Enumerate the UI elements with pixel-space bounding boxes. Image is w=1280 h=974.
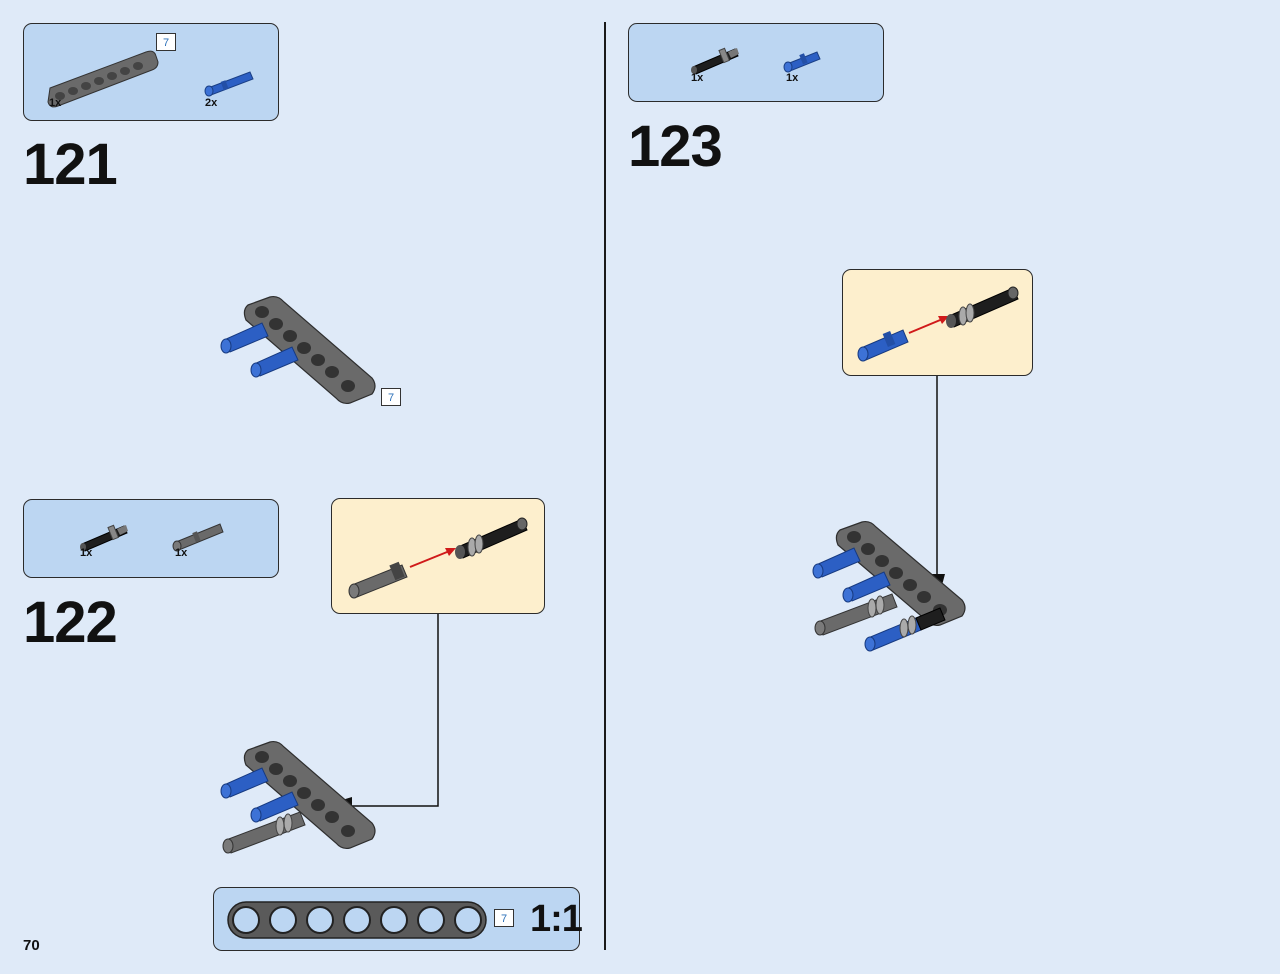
part-qty: 2x: [205, 97, 218, 109]
beam-7-scale-icon: [227, 901, 487, 939]
parts-box-step-121: 7 1x 2x: [23, 23, 279, 121]
scale-reference-box: [213, 887, 580, 951]
scale-length-tag: 7: [494, 909, 514, 927]
sub-assembly-callout: [331, 498, 545, 614]
black-axle-pin-icon: [80, 524, 128, 552]
part-qty: 1x: [786, 72, 799, 84]
step-number: 121: [23, 132, 118, 197]
beam-7-icon: [47, 50, 159, 108]
blue-axle-pin-icon: [783, 51, 821, 73]
parts-box-step-122: 1x 1x: [23, 499, 279, 578]
page-number: 70: [23, 937, 40, 954]
blue-axle-pin-icon: [204, 71, 254, 97]
beam-length-tag: 7: [156, 33, 176, 51]
part-qty: 1x: [175, 547, 188, 559]
assembly-length-tag: 7: [381, 388, 401, 406]
step-number: 122: [23, 590, 118, 655]
gray-pin-icon: [172, 523, 224, 552]
part-qty: 1x: [691, 72, 704, 84]
step-number: 123: [628, 114, 723, 179]
sub-assembly-callout: [842, 269, 1033, 376]
page-divider: [604, 22, 606, 950]
part-qty: 1x: [80, 547, 93, 559]
part-qty: 1x: [49, 97, 62, 109]
parts-box-step-123: 1x 1x: [628, 23, 884, 102]
black-axle-pin-icon: [691, 47, 739, 75]
scale-label: 1:1: [530, 898, 583, 940]
